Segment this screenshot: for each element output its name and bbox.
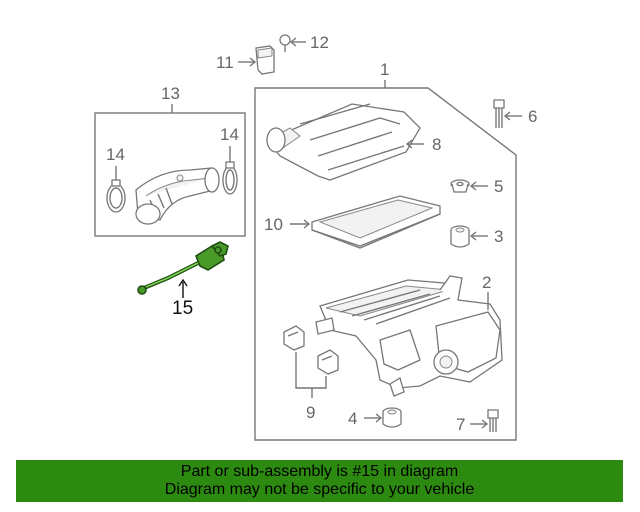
assembly-box-outline [254,87,517,441]
callout-15: 15 [172,298,193,319]
callout-9: 9 [306,403,315,422]
callout-12: 12 [310,33,329,52]
part-9-bracket-right[interactable] [317,349,339,375]
info-banner: Part or sub-assembly is #15 in diagram D… [16,460,623,502]
callout-10: 10 [264,215,283,234]
part-14-clamp-right[interactable] [222,161,238,195]
part-5-grommet[interactable] [450,179,470,193]
callout-7: 7 [456,415,465,434]
part-12-screw[interactable] [279,34,291,52]
callout-11: 11 [216,53,234,72]
part-13-intake-hose[interactable] [135,167,220,225]
part-2-lower-housing[interactable] [315,275,503,397]
subassembly-box-outline [94,112,246,237]
callout-13: 13 [161,84,180,103]
part-9-bracket-left[interactable] [283,325,305,351]
banner-line-2: Diagram may not be specific to your vehi… [164,481,475,498]
callout-1: 1 [380,60,389,79]
callout-8: 8 [432,135,441,154]
part-11-sensor[interactable] [255,45,275,75]
callout-6: 6 [528,107,537,126]
part-4-mount[interactable] [382,407,402,428]
callout-5: 5 [494,177,503,196]
part-14-clamp-left[interactable] [106,179,126,213]
part-15-highlighted[interactable] [137,241,229,295]
callout-14-right: 14 [220,125,239,144]
banner-line-1: Part or sub-assembly is #15 in diagram [180,463,459,480]
callout-14-left: 14 [106,145,125,164]
part-7-bolt[interactable] [487,409,499,432]
part-10-filter[interactable] [311,195,441,249]
part-6-bolt[interactable] [493,99,505,128]
part-3-mount[interactable] [450,225,470,248]
callout-2: 2 [482,273,491,292]
part-8-cover[interactable] [266,103,421,181]
callout-4: 4 [348,409,357,428]
callout-3: 3 [494,227,503,246]
